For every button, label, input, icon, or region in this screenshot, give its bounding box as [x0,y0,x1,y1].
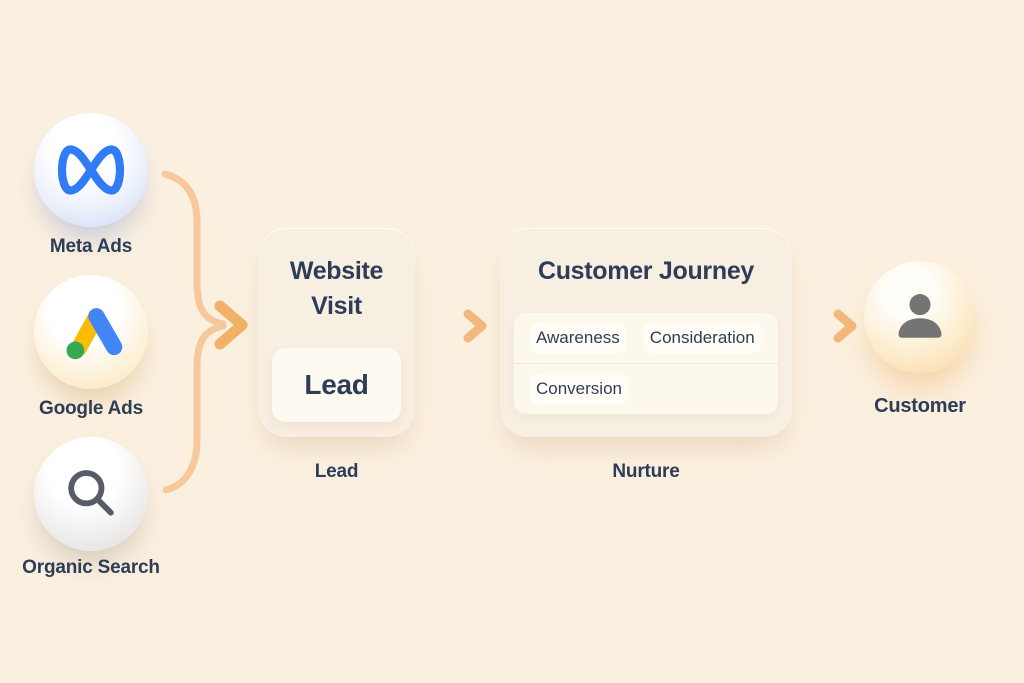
node-meta-ads-label: Meta Ads [49,236,133,257]
journey-row-1: Awareness Consideration [514,313,778,364]
customer-journey-stages: Awareness Consideration Conversion [514,313,778,414]
node-customer [864,261,976,373]
node-organic-search [34,437,148,551]
stage-label-lead: Lead [314,461,359,482]
node-google-ads-label: Google Ads [39,398,143,419]
customer-journey-title: Customer Journey [537,257,755,285]
journey-row-2: Conversion [514,364,778,414]
stage-awareness: Awareness [530,323,626,353]
merge-arrow-icon [140,160,250,500]
arrow-right-icon [428,306,492,346]
node-customer-journey: Customer Journey Awareness Consideration… [500,228,792,437]
search-icon [63,466,119,522]
lead-chip: Lead [272,348,401,422]
website-visit-title: Website Visit [289,257,384,320]
meta-infinity-icon [50,145,132,195]
stage-label-nurture: Nurture [612,461,680,482]
arrow-right-icon [802,306,866,346]
node-organic-search-label: Organic Search [22,557,160,578]
person-icon [889,286,951,348]
node-meta-ads [34,113,148,227]
node-customer-label: Customer [874,395,966,417]
node-google-ads [34,275,148,389]
stage-consideration: Consideration [643,323,761,353]
node-website-visit: Website Visit Lead [258,228,415,437]
stage-conversion: Conversion [530,374,628,404]
google-ads-icon [57,298,125,366]
